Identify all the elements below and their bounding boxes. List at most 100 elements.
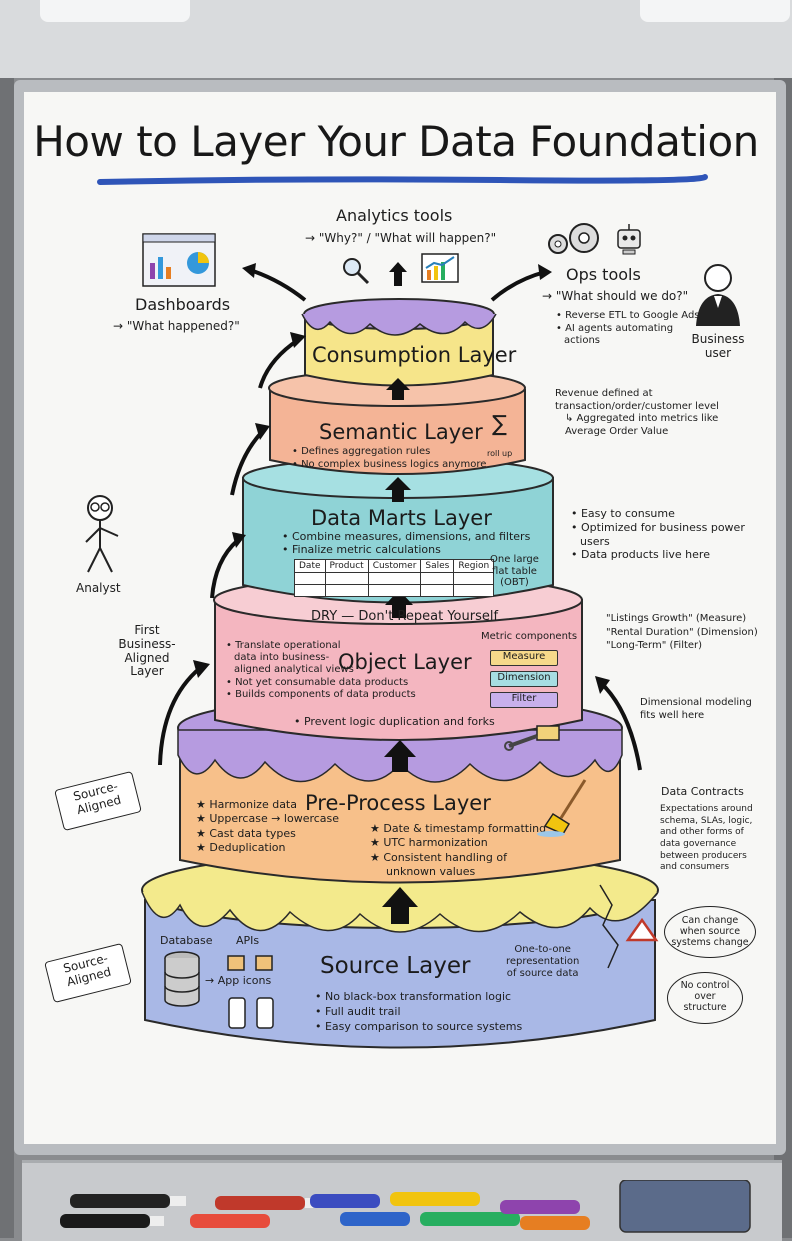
ceiling-light — [640, 0, 790, 22]
data-contracts-line: schema, SLAs, logic, — [660, 815, 753, 826]
ops-tools-label: Ops tools — [566, 265, 641, 284]
revenue-note: Revenue defined at transaction/order/cus… — [555, 388, 719, 438]
sigma-icon: ∑ — [492, 412, 507, 437]
easy-line: • Easy to consume — [571, 507, 675, 520]
source-layer-title: Source Layer — [320, 953, 471, 979]
one-to-one-line: representation — [506, 956, 580, 967]
obt-header: Product — [324, 559, 369, 573]
wall-left — [0, 78, 14, 1238]
markers-and-eraser — [60, 1180, 751, 1233]
preprocess-bullet: ★ Date & timestamp formatting — [370, 822, 547, 835]
side-arrows — [158, 268, 642, 771]
revenue-line: ↳ Aggregated into metrics like — [565, 413, 719, 424]
metric-examples-note: "Listings Growth" (Measure) "Rental Dura… — [606, 612, 758, 653]
source-bullets: • No black-box transformation logic • Fu… — [315, 990, 522, 1035]
business-user-icon — [696, 264, 740, 326]
can-change-line: when source — [679, 925, 741, 937]
data-contracts-line: data governance — [660, 839, 737, 850]
obt-header: Sales — [420, 559, 455, 573]
source-bullet: • Full audit trail — [315, 1004, 401, 1018]
obt-note-line: (OBT) — [500, 577, 529, 588]
crack — [599, 884, 619, 969]
metric-example: "Long-Term" (Filter) — [606, 640, 703, 651]
first-business-line: First — [134, 623, 160, 637]
dashboards-label: Dashboards — [135, 295, 231, 314]
obt-note-line: One large — [490, 554, 539, 565]
data-contracts-line: Expectations around — [660, 804, 753, 814]
first-business-line: Aligned — [124, 650, 170, 665]
first-business-aligned-note: First Business- Aligned Layer — [112, 623, 182, 679]
semantic-layer-title: Semantic Layer — [319, 420, 483, 444]
ops-bullets: • Reverse ETL to Google Ads • AI agents … — [556, 310, 700, 348]
revenue-line: transaction/order/customer level — [555, 400, 719, 412]
database-label: Database — [160, 934, 213, 947]
warning-icon — [625, 917, 659, 942]
obt-header: Date — [294, 559, 326, 573]
one-to-one-line: of source data — [506, 968, 579, 979]
metric-example: "Rental Duration" (Dimension) — [606, 626, 758, 638]
no-control-line: No control — [680, 980, 730, 991]
gears-icon — [548, 223, 599, 254]
data-contracts-lines: Expectations around schema, SLAs, logic,… — [660, 804, 753, 874]
ceiling — [0, 0, 792, 78]
dimensional-line: Dimensional modeling — [640, 697, 752, 708]
dimension-chip: Dimension — [490, 671, 558, 687]
object-bullets: • Translate operational data into busine… — [226, 640, 416, 701]
dimensional-note: Dimensional modeling fits well here — [640, 697, 752, 722]
preprocess-bullet: unknown values — [386, 864, 476, 878]
data-contracts-line: between producers — [660, 850, 747, 861]
preprocess-bullet: ★ Consistent handling of — [370, 850, 507, 864]
revenue-line: Revenue defined at — [555, 388, 653, 399]
object-bottom-bullet: • Prevent logic duplication and forks — [294, 715, 495, 728]
one-to-one-line: One-to-one — [514, 944, 571, 955]
first-business-line: Business- — [118, 636, 176, 651]
metric-components-label: Metric components — [481, 631, 578, 642]
wrench-icon — [504, 725, 560, 751]
dashboards-question: → "What happened?" — [113, 319, 240, 333]
datamarts-bullet: • Combine measures, dimensions, and filt… — [282, 530, 531, 543]
api-cubes-icon — [227, 955, 273, 971]
ops-bullet: • Reverse ETL to Google Ads — [556, 310, 700, 321]
preprocess-bullet: ★ UTC harmonization — [370, 836, 488, 850]
data-contracts-line: and consumers — [660, 862, 730, 873]
semantic-bullet: • Defines aggregation rules — [292, 446, 431, 457]
analytics-tools-label: Analytics tools — [336, 206, 453, 225]
one-to-one-note: One-to-one representation of source data — [506, 944, 579, 980]
obt-header: Customer — [367, 559, 422, 573]
ops-bullet: • AI agents automating — [556, 322, 674, 334]
data-contracts-title: Data Contracts — [661, 785, 744, 798]
can-change-bubble: Can change when source systems change — [664, 906, 756, 958]
easy-line: users — [580, 534, 610, 548]
preprocess-right-bullets: ★ Date & timestamp formatting ★ UTC harm… — [370, 822, 546, 879]
broom-icon — [537, 779, 587, 837]
business-user-line: user — [704, 345, 732, 360]
datamarts-layer-title: Data Marts Layer — [311, 506, 492, 530]
semantic-bullet: • No complex business logics anymore — [292, 458, 487, 470]
preprocess-bullet: ★ Uppercase → lowercase — [196, 812, 340, 826]
obt-table: Date Product Customer Sales Region — [294, 559, 495, 597]
easy-note: • Easy to consume • Optimized for busine… — [571, 507, 745, 562]
obt-note-line: flat table — [492, 565, 537, 577]
consumption-tier — [301, 298, 497, 387]
source-bullet: • No black-box transformation logic — [315, 990, 512, 1003]
preprocess-left-bullets: ★ Harmonize data ★ Uppercase → lowercase… — [196, 798, 339, 855]
object-bullet: data into business- — [234, 652, 330, 664]
metric-example: "Listings Growth" (Measure) — [606, 613, 747, 624]
obt-header: Region — [453, 559, 495, 573]
object-bullet: • Translate operational — [226, 640, 341, 651]
dry-label: DRY — Don't Repeat Yourself — [311, 609, 499, 624]
object-bullet: aligned analytical views — [234, 664, 354, 676]
filter-chip: Filter — [490, 692, 558, 708]
preprocess-layer-title: Pre-Process Layer — [305, 791, 491, 815]
object-bullet: • Not yet consumable data products — [226, 676, 409, 688]
dimensional-line: fits well here — [640, 709, 705, 721]
object-layer-title: Object Layer — [338, 650, 472, 674]
datamarts-bullets: • Combine measures, dimensions, and filt… — [282, 530, 530, 557]
easy-line: • Optimized for business power — [571, 520, 745, 534]
source-bullet: • Easy comparison to source systems — [315, 1019, 523, 1033]
semantic-bullets: • Defines aggregation rules • No complex… — [292, 446, 486, 471]
obt-note: One large flat table (OBT) — [490, 554, 539, 589]
can-change-line: systems change — [671, 936, 749, 948]
analyst-label: Analyst — [76, 581, 121, 595]
apis-label: APIs — [236, 934, 260, 947]
